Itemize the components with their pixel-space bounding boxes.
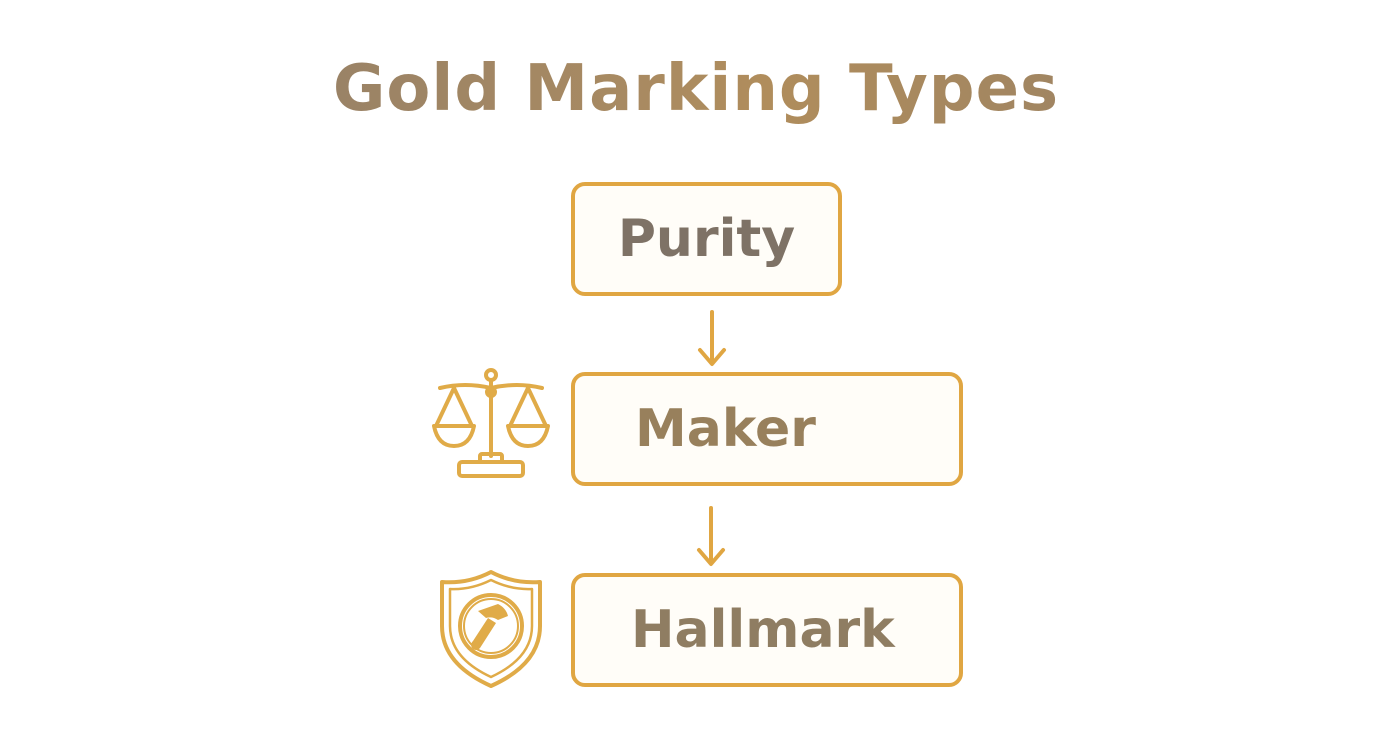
node-maker: Maker [571,372,963,486]
balance-scale-icon [432,368,550,478]
node-hallmark-label: Hallmark [631,600,895,660]
node-hallmark: Hallmark [571,573,963,687]
arrow-maker-to-hallmark [697,506,725,566]
node-maker-label: Maker [635,399,816,459]
diagram-title: Gold Marking Types [0,52,1392,126]
node-purity: Purity [571,182,842,296]
shield-hammer-icon [440,570,542,688]
node-purity-label: Purity [617,209,796,269]
arrow-purity-to-maker [698,310,726,366]
